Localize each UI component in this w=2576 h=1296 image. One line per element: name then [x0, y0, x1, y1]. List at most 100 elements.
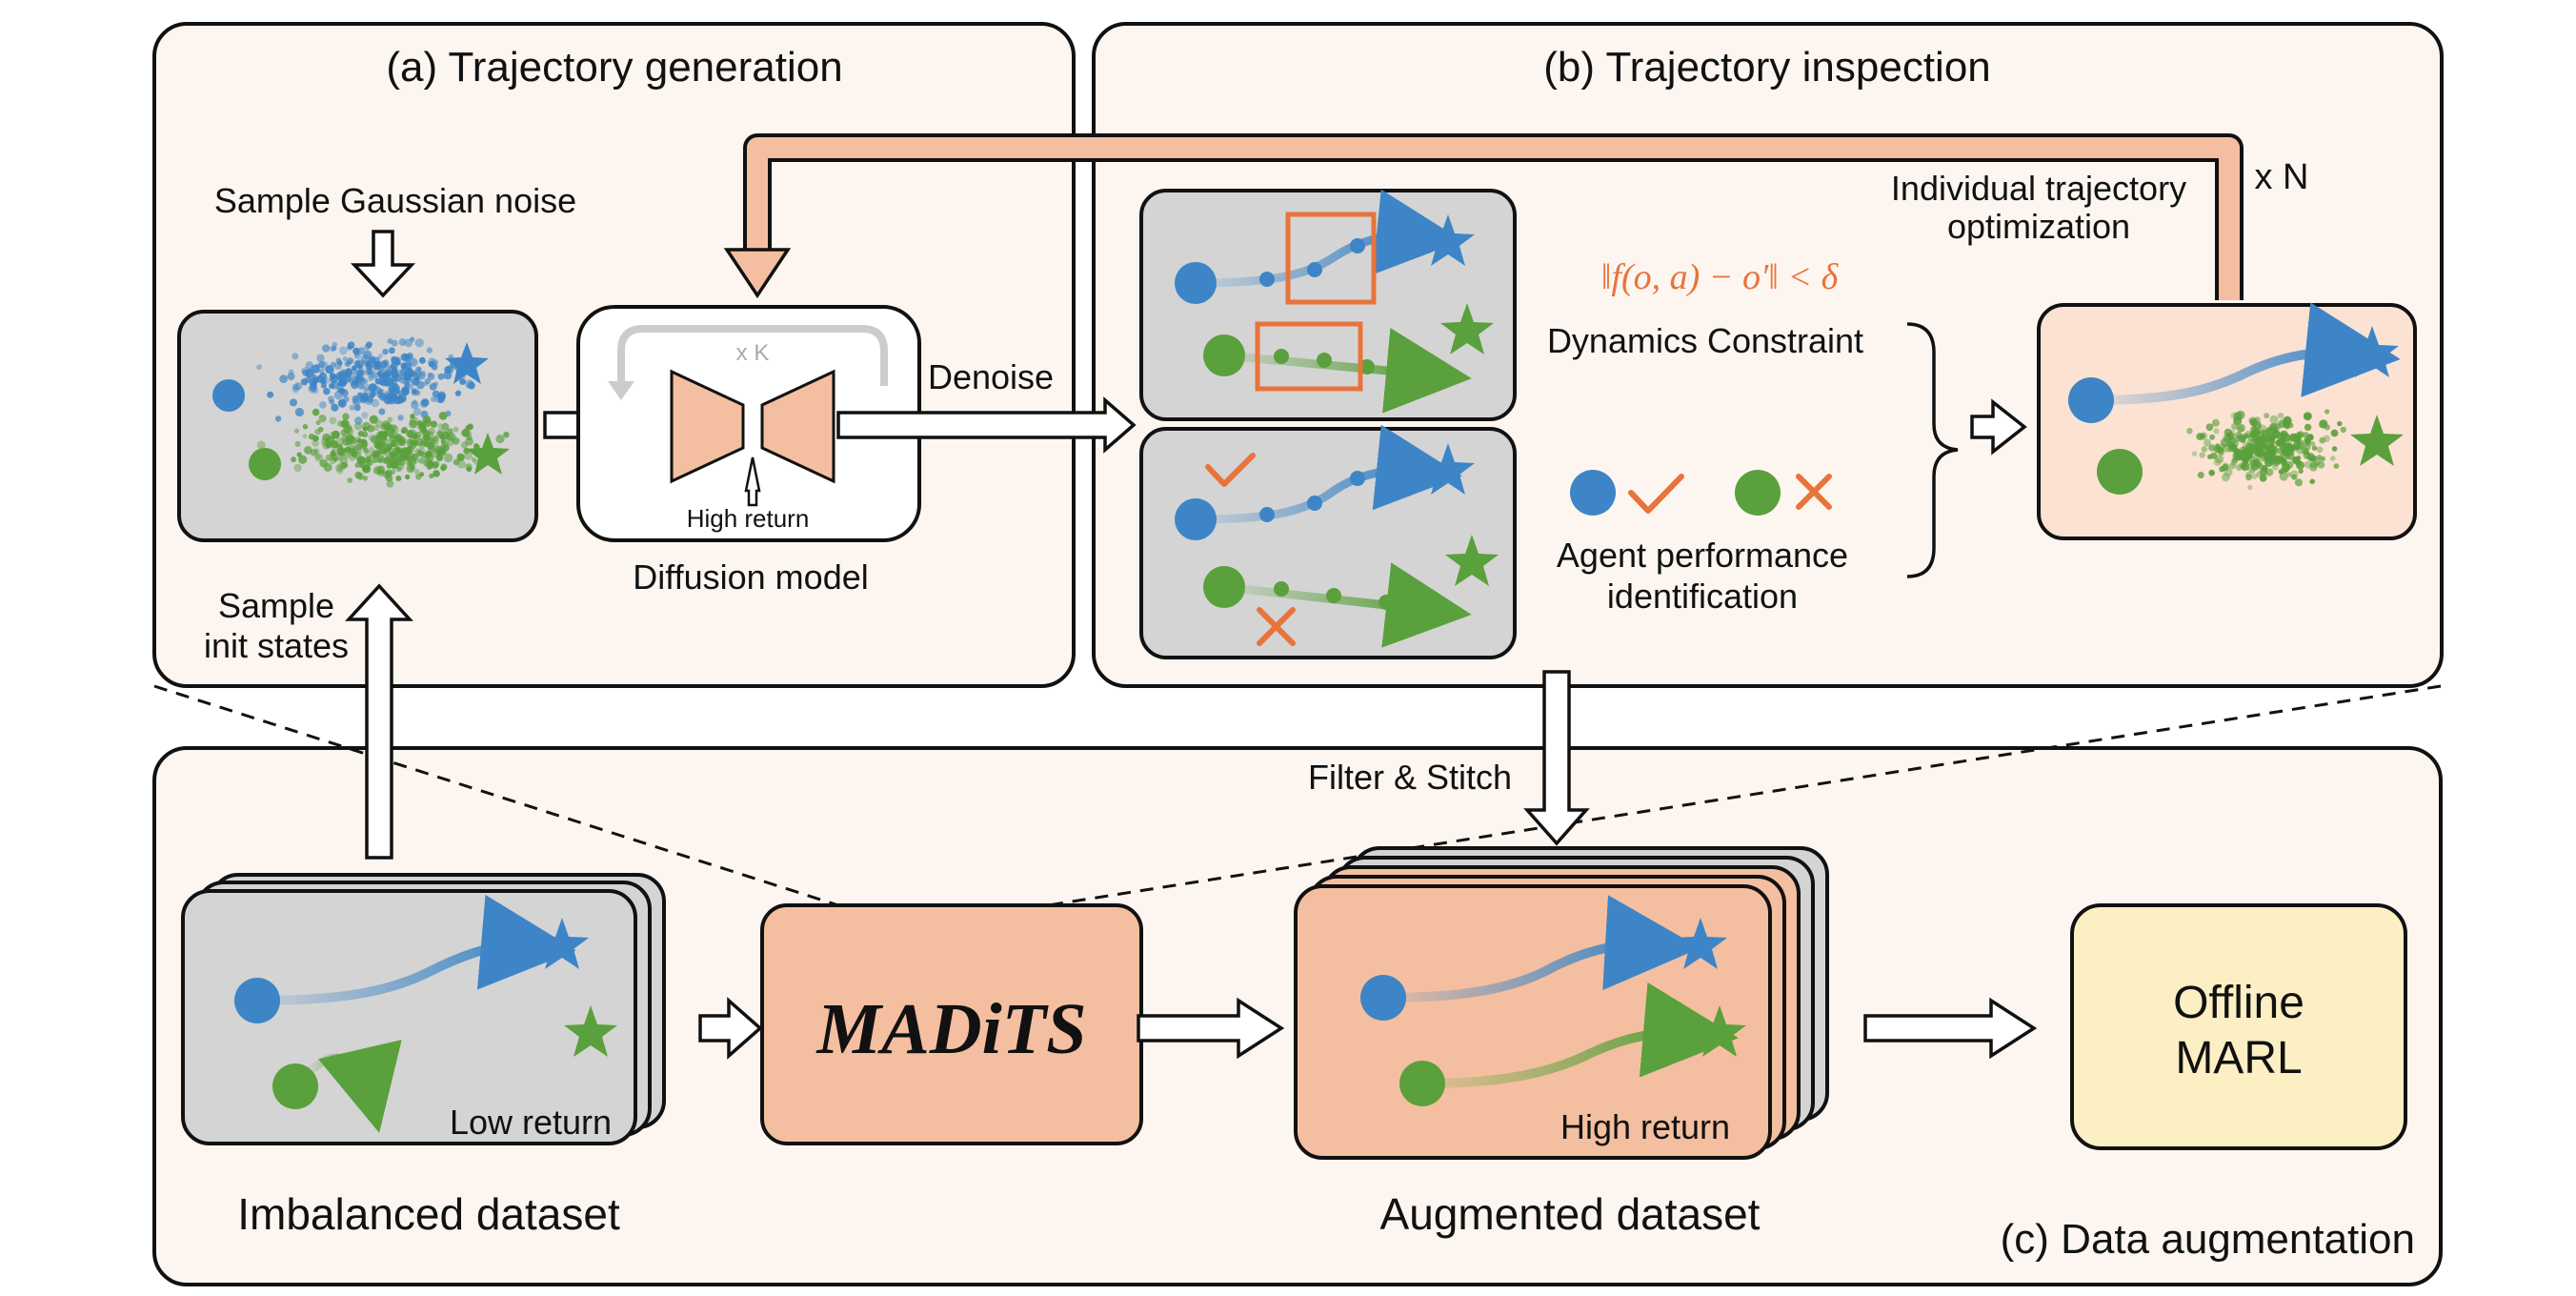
- scatter-dot: [2292, 441, 2301, 450]
- scatter-dot: [395, 447, 402, 454]
- scatter-dot: [2304, 423, 2312, 432]
- scatter-dot: [381, 372, 390, 380]
- scatter-dot: [2277, 413, 2284, 419]
- scatter-dot: [377, 353, 384, 359]
- scatter-dot: [471, 456, 476, 462]
- scatter-dot: [300, 378, 309, 386]
- scatter-dot: [323, 388, 331, 395]
- scatter-dot: [2222, 463, 2229, 471]
- opt-green-agent: [2097, 449, 2143, 495]
- scatter-dot: [337, 456, 343, 461]
- scatter-dot: [413, 458, 419, 464]
- scatter-dot: [378, 408, 386, 415]
- scatter-dot: [320, 382, 327, 389]
- scatter-dot: [331, 345, 337, 352]
- perf-blue-dot: [1350, 471, 1365, 486]
- scatter-dot: [353, 360, 361, 367]
- noise-star-green: [466, 433, 510, 475]
- dyn-green-dot: [1317, 353, 1332, 368]
- scatter-dot: [315, 454, 321, 460]
- scatter-dot: [437, 373, 445, 380]
- scatter-dot: [312, 387, 319, 395]
- scatter-dot: [413, 407, 421, 416]
- scatter-dot: [407, 444, 413, 450]
- imb-blue-traj: [256, 894, 576, 1005]
- scatter-dot: [441, 422, 450, 431]
- imb-blue-agent: [234, 978, 280, 1023]
- scatter-dot: [329, 382, 335, 390]
- scatter-dot: [2304, 460, 2312, 469]
- dyn-blue-dot: [1259, 272, 1275, 287]
- scatter-dot: [298, 455, 308, 464]
- scatter-dot: [503, 432, 510, 438]
- scatter-dot: [2264, 413, 2270, 419]
- label-high-return: High return: [1560, 1107, 1730, 1146]
- scatter-dot: [256, 440, 266, 450]
- scatter-dot: [431, 462, 438, 470]
- optimized-green-dots: [2186, 409, 2346, 491]
- scatter-dot: [2235, 464, 2243, 472]
- arrow-to-optimized: [1970, 398, 2027, 456]
- scatter-dot: [2204, 438, 2212, 447]
- scatter-dot: [354, 416, 363, 425]
- scatter-dot: [364, 396, 373, 406]
- scatter-dot: [416, 366, 422, 373]
- scatter-dot: [2228, 436, 2237, 445]
- scatter-dot: [2237, 423, 2246, 433]
- label-denoise: Denoise: [928, 357, 1054, 396]
- dyn-blue-star: [1421, 214, 1475, 266]
- legend-cross-icon: [1796, 474, 1832, 510]
- scatter-dot: [2320, 456, 2325, 462]
- scatter-dot: [2329, 456, 2336, 461]
- scatter-dot: [412, 453, 418, 459]
- scatter-dot: [332, 430, 340, 439]
- arrow-to-offline-marl: [1863, 997, 2038, 1060]
- scatter-dot: [2309, 478, 2315, 485]
- scatter-dot: [414, 338, 424, 348]
- scatter-dot: [383, 359, 390, 366]
- scatter-dot: [2330, 429, 2339, 437]
- scatter-dot: [395, 466, 402, 473]
- noise-dots: [256, 336, 510, 488]
- scatter-dot: [352, 380, 358, 386]
- scatter-dot: [390, 369, 398, 377]
- scatter-dot: [2291, 474, 2298, 480]
- scatter-dot: [495, 434, 505, 444]
- feedback-loop-arrow-fill: [747, 137, 2240, 300]
- scatter-dot: [404, 381, 411, 388]
- scatter-dot: [405, 371, 413, 379]
- label-agent-perf-line2: identification: [1607, 577, 1798, 616]
- perf-green-dot: [1379, 595, 1394, 610]
- scatter-dot: [2247, 456, 2254, 462]
- scatter-dot: [2221, 473, 2230, 482]
- offline-marl-box: [2070, 903, 2407, 1150]
- scatter-dot: [381, 458, 387, 464]
- scatter-dot: [427, 372, 433, 377]
- scatter-dot: [366, 369, 372, 375]
- scatter-dot: [353, 352, 360, 357]
- label-madits: MADiTS: [816, 989, 1087, 1069]
- scatter-dot: [403, 359, 412, 369]
- scatter-dot: [312, 439, 319, 447]
- scatter-dot: [2255, 449, 2263, 456]
- scatter-dot: [360, 456, 366, 462]
- scatter-dot: [331, 448, 336, 455]
- scatter-dot: [374, 419, 383, 428]
- scatter-dot: [292, 353, 299, 360]
- scatter-dot: [2251, 428, 2261, 437]
- scatter-dot: [390, 386, 399, 395]
- noise-down-arrow: [350, 230, 416, 298]
- scatter-dot: [427, 427, 435, 435]
- scatter-dot: [465, 379, 474, 389]
- scatter-dot: [2265, 456, 2275, 465]
- scatter-dot: [2205, 423, 2214, 432]
- aug-blue-traj: [1382, 895, 1701, 1002]
- scatter-dot: [2260, 467, 2268, 476]
- scatter-dot: [336, 387, 343, 394]
- arrow-sample-init-states: [345, 583, 413, 860]
- scatter-dot: [2245, 447, 2254, 456]
- scatter-dot: [347, 477, 353, 483]
- scatter-dot: [437, 395, 445, 404]
- diffusion-loop-arrowhead: [608, 381, 634, 400]
